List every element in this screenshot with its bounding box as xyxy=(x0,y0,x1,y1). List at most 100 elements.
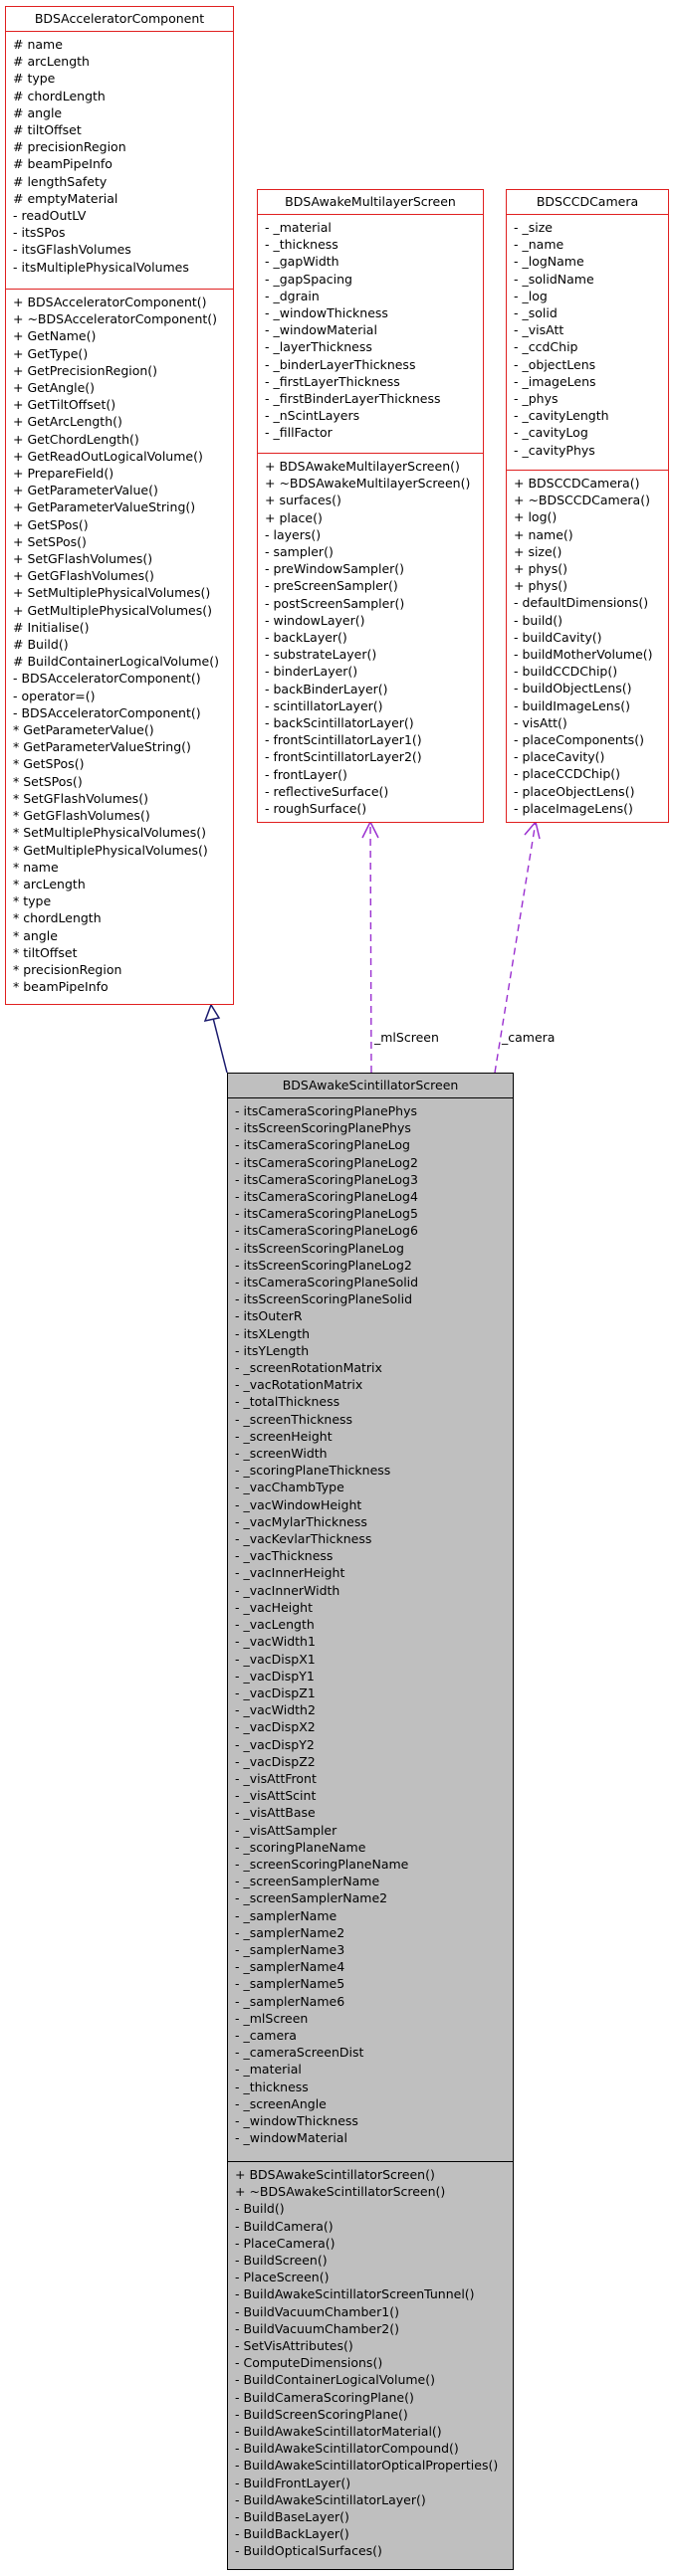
camera-relation-label: _camera xyxy=(502,1030,556,1045)
attribute-item: - _vacDispX1 xyxy=(235,1651,316,1667)
attribute-item: - _vacThickness xyxy=(235,1548,334,1564)
method-item: * angle xyxy=(13,927,58,943)
class-bdsawakemultilayerscreen[interactable]: BDSAwakeMultilayerScreen - _material- _t… xyxy=(257,189,484,823)
method-item: - BuildBaseLayer() xyxy=(235,2509,349,2525)
method-item: - scintillatorLayer() xyxy=(265,697,383,713)
attribute-item: - _cavityPhys xyxy=(514,442,595,458)
attribute-item: - _layerThickness xyxy=(265,339,372,355)
attribute-item: # precisionRegion xyxy=(13,139,126,155)
attributes-section: - itsCameraScoringPlanePhys- itsScreenSc… xyxy=(228,1097,513,2161)
method-item: - BuildScreenScoringPlane() xyxy=(235,2406,408,2422)
methods-section: + BDSAwakeScintillatorScreen()+ ~BDSAwak… xyxy=(228,2161,513,2562)
attribute-item: - _material xyxy=(265,220,332,235)
attribute-item: - _visAttSampler xyxy=(235,1822,337,1838)
method-item: * GetMultiplePhysicalVolumes() xyxy=(13,842,208,858)
method-item: + surfaces() xyxy=(265,493,341,508)
attribute-item: - _samplerName xyxy=(235,1907,337,1923)
attribute-item: - _vacChambType xyxy=(235,1480,344,1495)
attribute-item: - itsMultiplePhysicalVolumes xyxy=(13,259,189,275)
attribute-item: # angle xyxy=(13,104,63,120)
method-item: - buildCCDChip() xyxy=(514,664,618,680)
attribute-item: - _vacDispZ1 xyxy=(235,1684,316,1700)
attribute-item: - _screenScoringPlaneName xyxy=(235,1856,409,1872)
method-item: * precisionRegion xyxy=(13,961,122,977)
attribute-item: - _vacDispZ2 xyxy=(235,1753,316,1769)
method-item: # Initialise() xyxy=(13,619,90,635)
class-bdsacceleratorcomponent[interactable]: BDSAcceleratorComponent # name# arcLengt… xyxy=(5,6,234,1005)
method-item: - buildImageLens() xyxy=(514,697,630,713)
method-item: - postScreenSampler() xyxy=(265,595,405,611)
attribute-item: - readOutLV xyxy=(13,208,87,224)
method-item: - SetVisAttributes() xyxy=(235,2338,353,2354)
attribute-item: - _vacDispY2 xyxy=(235,1736,315,1752)
method-item: + SetSPos() xyxy=(13,533,87,549)
attributes-section: - _material- _thickness- _gapWidth- _gap… xyxy=(258,214,483,453)
method-item: + SetGFlashVolumes() xyxy=(13,551,153,567)
method-item: + name() xyxy=(514,526,573,542)
class-title: BDSAcceleratorComponent xyxy=(34,11,205,26)
attribute-item: - _vacLength xyxy=(235,1617,315,1633)
method-item: - BuildVacuumChamber2() xyxy=(235,2320,399,2336)
attribute-item: - _visAttScint xyxy=(235,1788,317,1804)
method-item: - placeCavity() xyxy=(514,749,605,765)
attribute-item: # name xyxy=(13,37,63,52)
attribute-item: - _binderLayerThickness xyxy=(265,356,416,372)
method-item: - visAtt() xyxy=(514,714,567,730)
method-item: - defaultDimensions() xyxy=(514,595,649,611)
method-item: + ~BDSAwakeMultilayerScreen() xyxy=(265,476,471,492)
attribute-item: # emptyMaterial xyxy=(13,190,118,206)
method-item: - BuildScreen() xyxy=(235,2253,328,2269)
attribute-item: - _visAtt xyxy=(514,322,564,338)
attribute-item: - _vacHeight xyxy=(235,1599,313,1615)
class-bdsawakescintillatorscreen[interactable]: BDSAwakeScintillatorScreen - itsCameraSc… xyxy=(227,1073,514,2570)
method-item: + log() xyxy=(514,509,558,525)
method-item: - BuildAwakeScintillatorLayer() xyxy=(235,2491,426,2507)
attribute-item: - itsScreenScoringPlaneLog xyxy=(235,1240,404,1256)
method-item: * tiltOffset xyxy=(13,944,78,960)
method-item: - BuildAwakeScintillatorMaterial() xyxy=(235,2424,442,2440)
inheritance-arrowhead xyxy=(203,1003,221,1023)
method-item: + BDSCCDCamera() xyxy=(514,476,640,491)
attribute-item: - _logName xyxy=(514,254,584,270)
attribute-item: - _size xyxy=(514,220,553,235)
attribute-item: - itsSPos xyxy=(13,225,66,241)
method-item: - BuildCameraScoringPlane() xyxy=(235,2389,414,2405)
method-item: * GetParameterValueString() xyxy=(13,739,191,755)
attribute-item: - _scoringPlaneName xyxy=(235,1839,366,1855)
attribute-item: - _samplerName4 xyxy=(235,1959,345,1975)
attribute-item: - _ccdChip xyxy=(514,339,578,355)
method-item: - frontScintillatorLayer2() xyxy=(265,749,422,765)
method-item: + GetTiltOffset() xyxy=(13,397,116,413)
camera-usage-arrowhead xyxy=(524,820,541,840)
attribute-item: - _vacWidth2 xyxy=(235,1702,316,1718)
attribute-item: - _vacInnerWidth xyxy=(235,1582,340,1598)
method-item: + GetMultiplePhysicalVolumes() xyxy=(13,602,212,618)
method-item: - buildMotherVolume() xyxy=(514,647,653,663)
attribute-item: - itsCameraScoringPlaneLog xyxy=(235,1137,410,1153)
method-item: + phys() xyxy=(514,578,567,594)
attribute-item: - _gapWidth xyxy=(265,254,339,270)
method-item: # Build() xyxy=(13,637,69,653)
attribute-item: # lengthSafety xyxy=(13,173,108,189)
attribute-item: - itsGFlashVolumes xyxy=(13,242,131,258)
method-item: + BDSAcceleratorComponent() xyxy=(13,295,207,309)
attribute-item: - _windowThickness xyxy=(235,2112,358,2128)
class-bdsccdcamera[interactable]: BDSCCDCamera - _size- _name- _logName- _… xyxy=(506,189,669,823)
attribute-item: - _screenHeight xyxy=(235,1428,333,1444)
attribute-item: # type xyxy=(13,71,56,87)
method-item: - BuildAwakeScintillatorOpticalPropertie… xyxy=(235,2458,499,2474)
method-item: + phys() xyxy=(514,561,567,577)
method-item: + GetSPos() xyxy=(13,516,89,532)
attribute-item: - itsScreenScoringPlaneLog2 xyxy=(235,1257,412,1273)
method-item: - buildObjectLens() xyxy=(514,681,632,696)
attribute-item: - _camera xyxy=(235,2027,297,2043)
attribute-item: - _vacWidth1 xyxy=(235,1634,316,1650)
method-item: - placeImageLens() xyxy=(514,800,633,816)
method-item: - reflectiveSurface() xyxy=(265,783,389,799)
method-item: + BDSAwakeScintillatorScreen() xyxy=(235,2167,435,2182)
method-item: # BuildContainerLogicalVolume() xyxy=(13,654,219,670)
method-item: + PrepareField() xyxy=(13,466,114,482)
method-item: + ~BDSCCDCamera() xyxy=(514,493,650,508)
methods-section: + BDSAwakeMultilayerScreen()+ ~BDSAwakeM… xyxy=(258,453,483,819)
attribute-item: - _vacMylarThickness xyxy=(235,1513,367,1529)
